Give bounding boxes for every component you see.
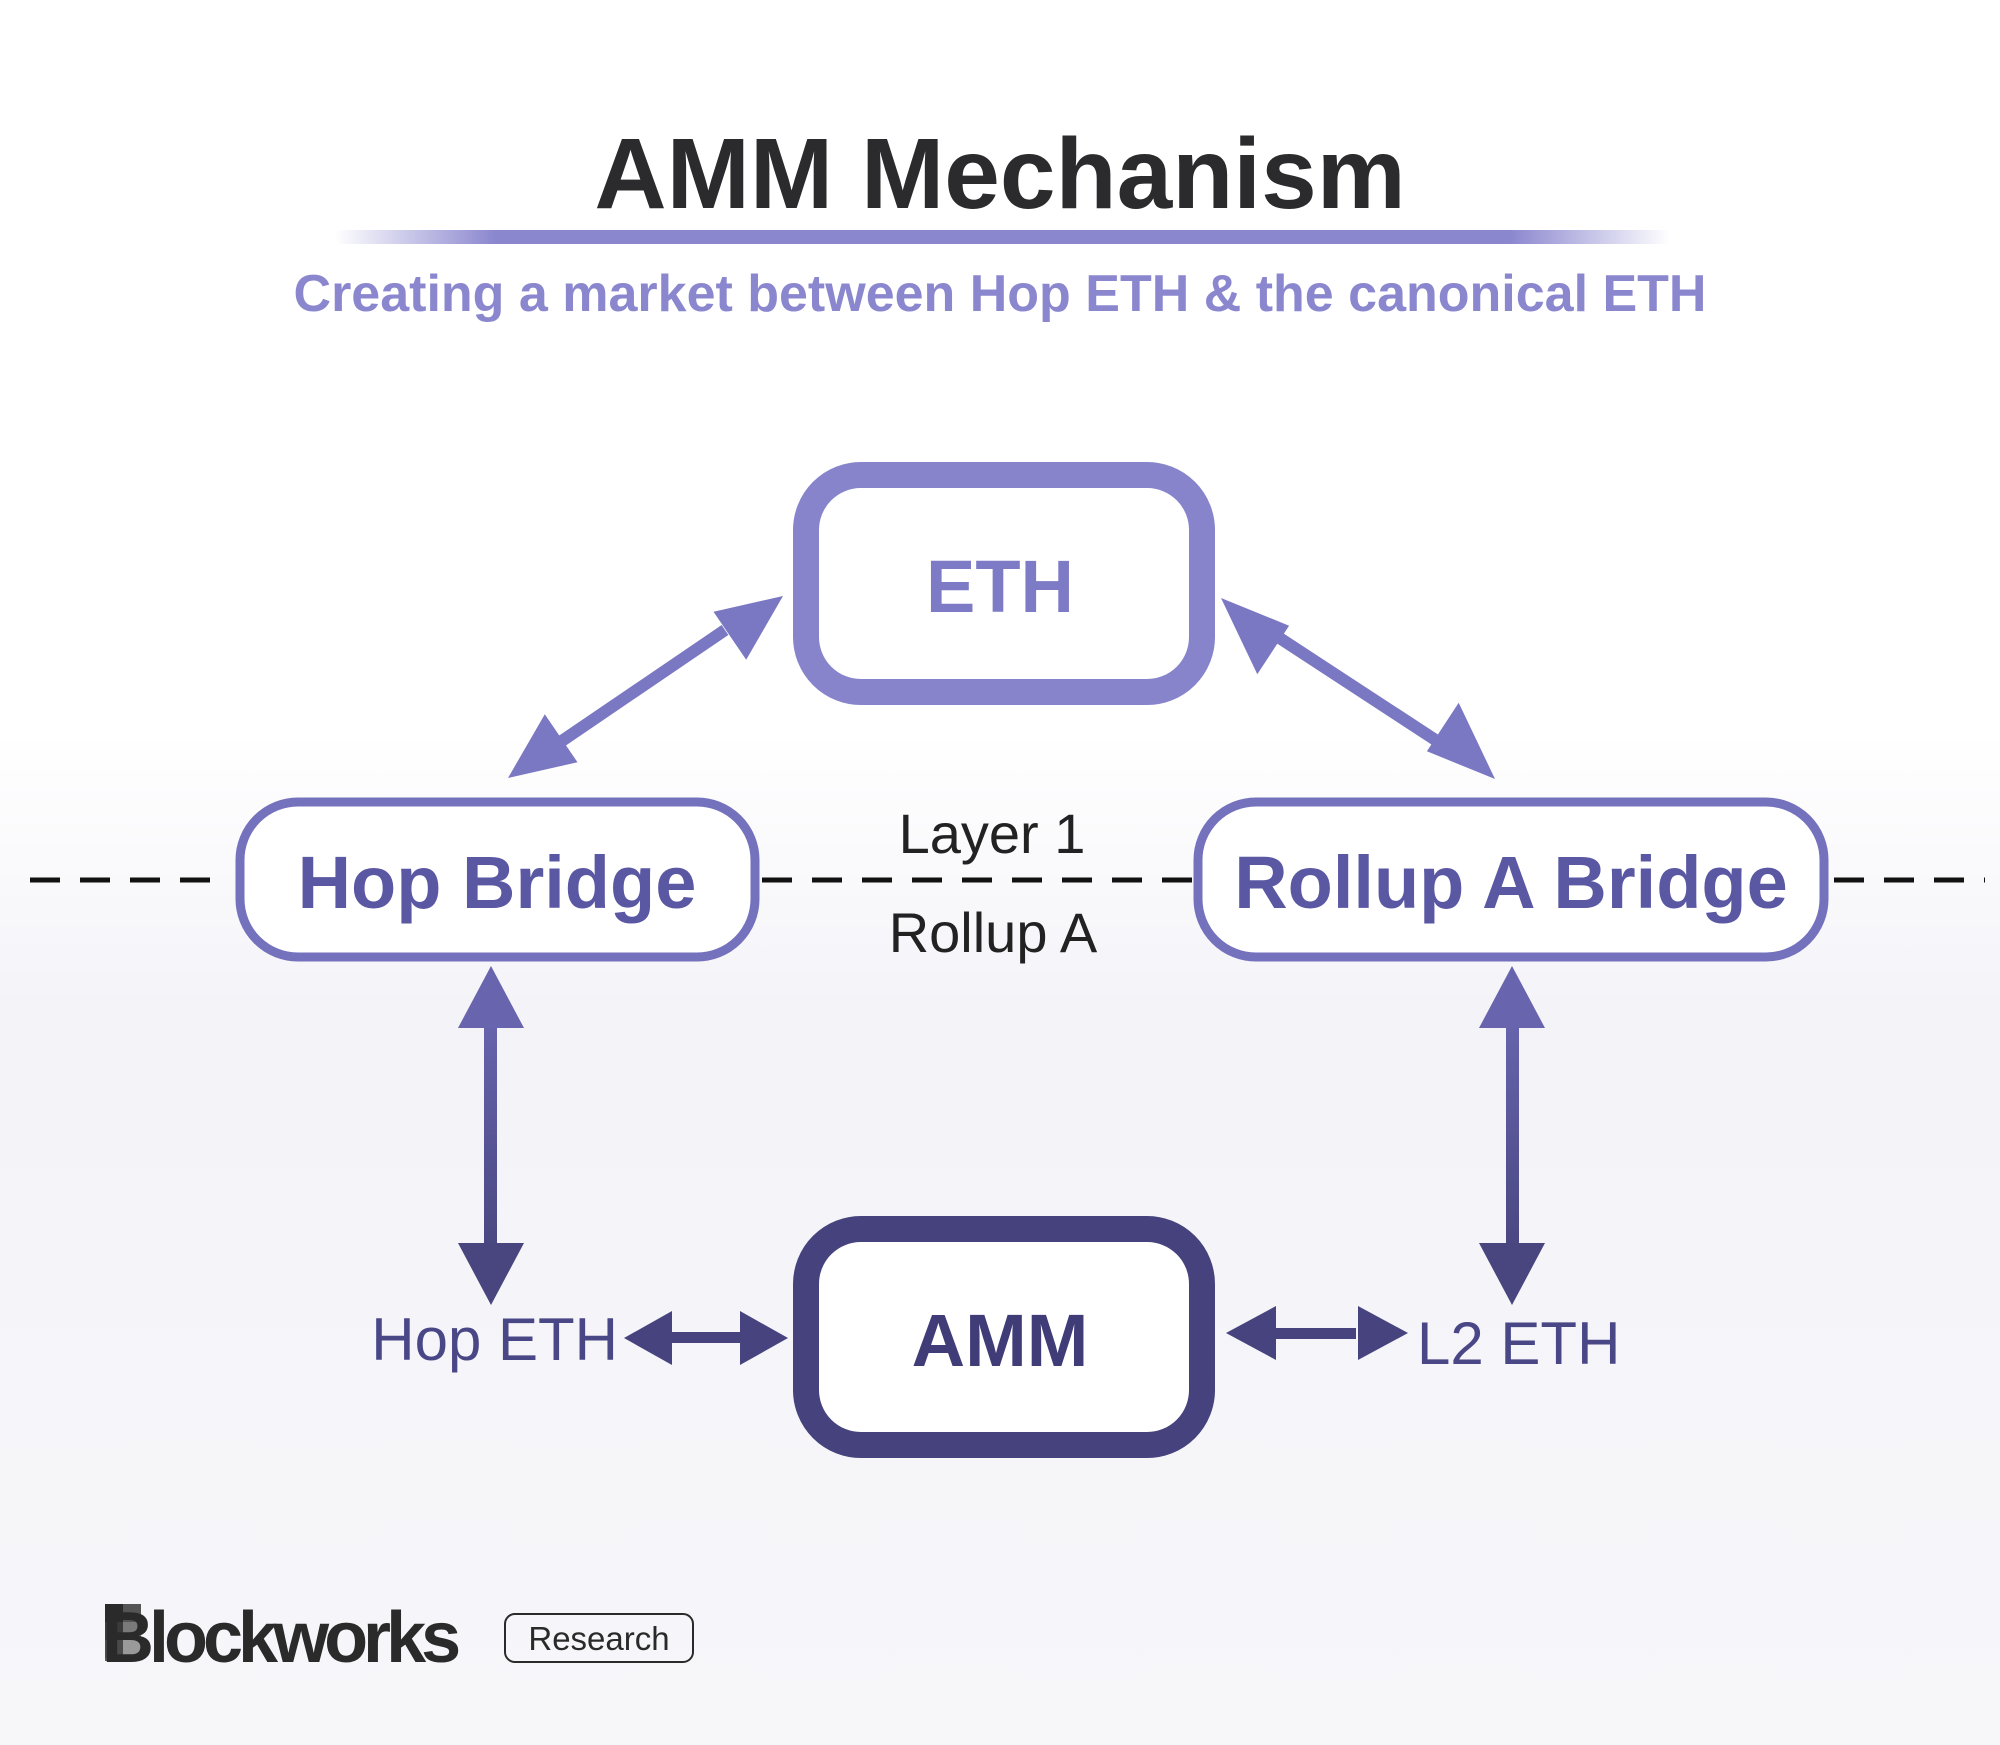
eth-rollup-bridge-connector [1221,598,1495,779]
hop-bridge-node-label: Hop Bridge [298,841,697,924]
rollup-a-label: Rollup A [889,901,1098,964]
blockworks-wordmark: Blockworks [102,1598,459,1678]
diagram-title: AMM Mechanism [594,118,1405,230]
eth-hop-bridge-connector [508,596,783,778]
amm-node-label: AMM [912,1299,1089,1382]
rollup-bridge-node-label: Rollup A Bridge [1234,841,1788,924]
research-badge-label: Research [528,1620,669,1657]
diagram-subtitle: Creating a market between Hop ETH & the … [294,265,1707,323]
title-underline [335,230,1670,244]
eth-node: ETH [793,462,1215,705]
blockworks-logo: Blockworks [102,1598,464,1678]
blockworks-logo-mark [105,1604,141,1661]
layer-1-label: Layer 1 [899,802,1086,865]
hop-bridge-node: Hop Bridge [235,797,760,962]
eth-node-label: ETH [926,545,1074,628]
hop-eth-amm-connector [624,1311,788,1365]
hop-eth-label: Hop ETH [371,1306,618,1373]
amm-node: AMM [793,1216,1215,1458]
hop-bridge-hop-eth-connector [458,966,524,1305]
rollup-bridge-node: Rollup A Bridge [1193,797,1829,962]
rollup-bridge-l2-eth-connector [1479,966,1545,1305]
l2-eth-label: L2 ETH [1417,1310,1620,1377]
amm-l2-eth-connector [1226,1306,1408,1360]
research-badge: Research [504,1613,694,1663]
